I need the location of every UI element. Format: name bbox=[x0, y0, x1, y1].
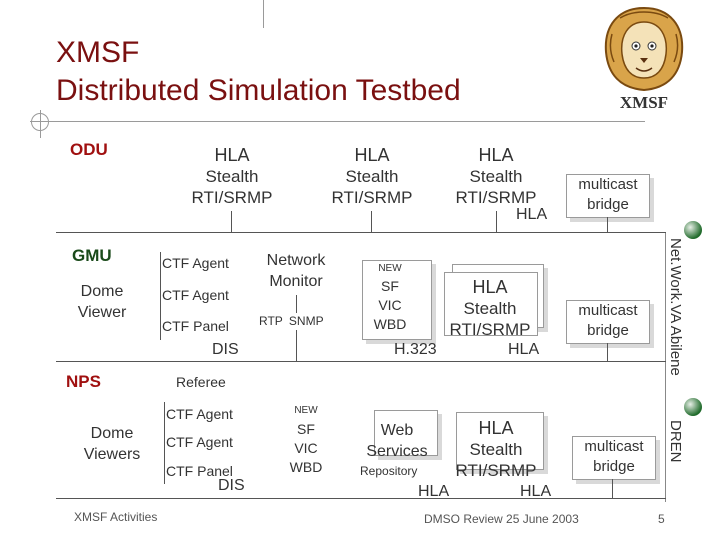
gmu-new-badge: NEW bbox=[378, 263, 402, 274]
odu-hla-3-l3: RTI/SRMP bbox=[455, 188, 537, 207]
network-node-mid-icon bbox=[684, 398, 702, 416]
nps-repository: Repository bbox=[360, 464, 418, 478]
odu-hla-stealth-2: HLA Stealth RTI/SRMP bbox=[328, 145, 416, 208]
gmu-dis-label: DIS bbox=[212, 341, 239, 358]
network-band bbox=[665, 232, 692, 502]
odu-hla-3-l1: HLA bbox=[478, 145, 514, 165]
odu-hla-3-l2: Stealth bbox=[469, 167, 523, 186]
odu-hla-stealth-1: HLA Stealth RTI/SRMP bbox=[188, 145, 276, 208]
nps-site-label: NPS bbox=[66, 372, 101, 391]
odu-hla-1-l3: RTI/SRMP bbox=[191, 188, 273, 207]
title-vertical-rule bbox=[263, 0, 264, 28]
gmu-hla-box bbox=[444, 272, 538, 336]
logo-text: XMSF bbox=[620, 93, 668, 112]
gmu-lan-line bbox=[56, 361, 666, 362]
nps-referee: Referee bbox=[176, 374, 226, 390]
dren-network-label: DREN bbox=[667, 420, 684, 463]
gmu-hla-l1: HLA bbox=[472, 277, 508, 297]
gmu-monitor-drop bbox=[296, 330, 297, 361]
nps-multicast-bridge: multicast bridge bbox=[572, 436, 656, 480]
nps-hla-l2: Stealth bbox=[469, 440, 523, 459]
gmu-sf-vic-wbd: SF VIC WBD bbox=[373, 278, 407, 332]
gmu-hla-l2: Stealth bbox=[463, 299, 517, 318]
page-number: 5 bbox=[658, 512, 665, 526]
odu-hla-stealth-3: HLA Stealth RTI/SRMP bbox=[452, 145, 540, 208]
nps-ctf-bracket bbox=[164, 402, 165, 484]
odu-hla-2-l2: Stealth bbox=[345, 167, 399, 186]
odu-hla-3-drop bbox=[496, 211, 497, 232]
gmu-h323-label: H.323 bbox=[394, 341, 437, 358]
odu-site-label: ODU bbox=[70, 140, 108, 159]
odu-hla-label: HLA bbox=[516, 206, 548, 223]
network-node-top-icon bbox=[684, 221, 702, 239]
nps-hla-right-label: HLA bbox=[520, 483, 552, 500]
nps-web-services: Web Services bbox=[366, 422, 428, 460]
gmu-ctf-bracket bbox=[160, 252, 161, 340]
footer-center: DMSO Review 25 June 2003 bbox=[424, 512, 579, 526]
nps-hla-stealth: HLA Stealth RTI/SRMP bbox=[446, 418, 546, 481]
divider-ring bbox=[31, 113, 49, 131]
odu-hla-2-l3: RTI/SRMP bbox=[331, 188, 413, 207]
odu-multicast-bridge: multicast bridge bbox=[566, 174, 650, 218]
odu-hla-2-l1: HLA bbox=[354, 145, 390, 165]
gmu-hla-stealth: HLA Stealth RTI/SRMP bbox=[440, 277, 540, 340]
nps-ctf-agent-2: CTF Agent bbox=[166, 434, 233, 450]
gmu-dome-viewer: Dome Viewer bbox=[77, 283, 127, 321]
gmu-multicast-bridge: multicast bridge bbox=[566, 300, 650, 344]
gmu-network-monitor: Network Monitor bbox=[266, 252, 326, 290]
gmu-ctf-agent-1: CTF Agent bbox=[162, 255, 229, 271]
gmu-rtp-snmp: RTP SNMP bbox=[259, 314, 324, 328]
slide-subtitle: Distributed Simulation Testbed bbox=[56, 74, 461, 107]
nps-new-badge: NEW bbox=[294, 405, 318, 416]
footer-left: XMSF Activities bbox=[74, 510, 158, 524]
nps-ctf-agent-1: CTF Agent bbox=[166, 406, 233, 422]
gmu-hla-label: HLA bbox=[508, 341, 540, 358]
xmsf-lion-logo: XMSF bbox=[600, 4, 688, 116]
odu-hla-1-l2: Stealth bbox=[205, 167, 259, 186]
nps-hla-l3: RTI/SRMP bbox=[455, 461, 537, 480]
nps-web-services-box bbox=[374, 410, 438, 456]
nps-sf-vic-wbd: SF VIC WBD bbox=[289, 421, 323, 475]
gmu-site-label: GMU bbox=[72, 246, 112, 265]
odu-hla-1-drop bbox=[231, 211, 232, 232]
gmu-monitor-stem bbox=[296, 295, 297, 313]
gmu-ctf-agent-2: CTF Agent bbox=[162, 287, 229, 303]
nps-hla-box bbox=[456, 412, 544, 470]
abilene-network-label: Net.Work.VA Abilene bbox=[667, 238, 684, 376]
gmu-ctf-panel: CTF Panel bbox=[162, 318, 229, 334]
nps-dis-label: DIS bbox=[218, 477, 245, 494]
nps-hla-l1: HLA bbox=[478, 418, 514, 438]
title-divider bbox=[30, 121, 645, 122]
gmu-hla-l3: RTI/SRMP bbox=[449, 320, 531, 339]
odu-hla-1-l1: HLA bbox=[214, 145, 250, 165]
slide-title: XMSF bbox=[56, 36, 140, 69]
odu-lan-line bbox=[56, 232, 666, 233]
gmu-sf-vic-wbd-box bbox=[362, 260, 432, 340]
odu-bridge-drop bbox=[607, 217, 608, 232]
nps-dome-viewers: Dome Viewers bbox=[83, 425, 141, 463]
gmu-bridge-drop bbox=[607, 343, 608, 361]
nps-hla-left-label: HLA bbox=[418, 483, 450, 500]
nps-ctf-panel: CTF Panel bbox=[166, 463, 233, 479]
nps-lan-line bbox=[56, 498, 666, 499]
odu-hla-2-drop bbox=[371, 211, 372, 232]
nps-bridge-drop bbox=[612, 479, 613, 498]
